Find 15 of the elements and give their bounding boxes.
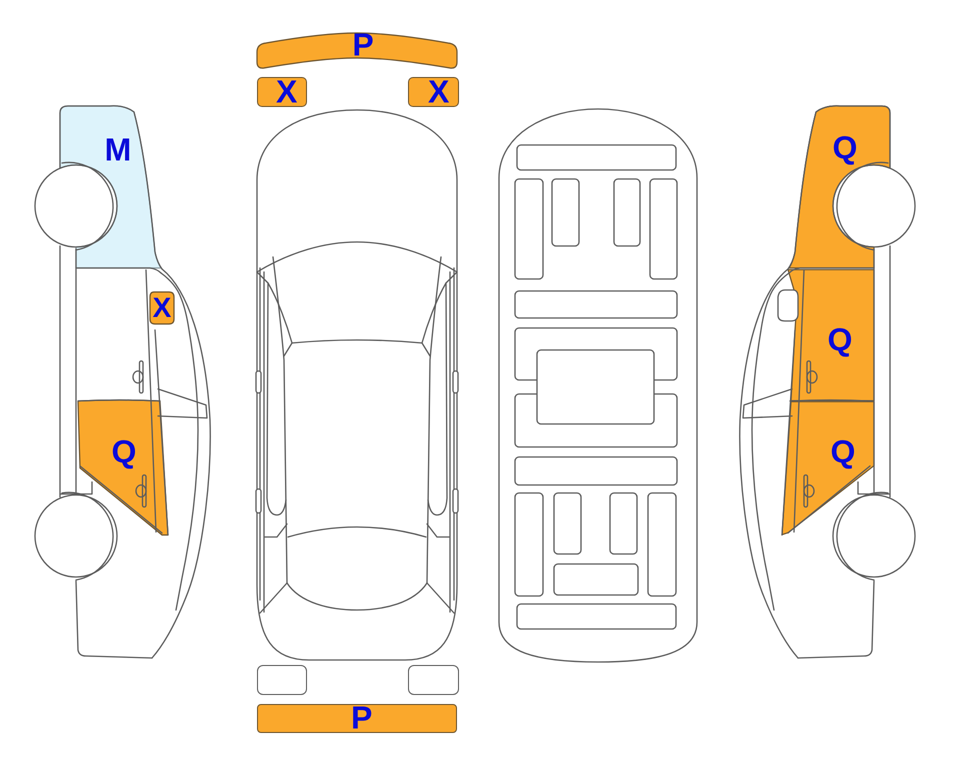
damage-code: M bbox=[104, 136, 132, 164]
door-panel bbox=[76, 398, 170, 537]
lamp-panel bbox=[257, 77, 307, 107]
damage-code: X bbox=[428, 78, 450, 106]
damage-code: P bbox=[351, 704, 372, 732]
damage-code: X bbox=[276, 78, 298, 106]
lamp-panel bbox=[408, 77, 459, 107]
door-panel bbox=[786, 268, 876, 402]
damage-code: X bbox=[152, 296, 172, 320]
mirror-panel bbox=[149, 291, 176, 325]
lamp-panel bbox=[257, 665, 307, 695]
bumper-panel bbox=[257, 704, 457, 733]
door-panel bbox=[780, 401, 876, 537]
lamp-panel bbox=[408, 665, 459, 695]
damage-code: P bbox=[352, 31, 374, 59]
